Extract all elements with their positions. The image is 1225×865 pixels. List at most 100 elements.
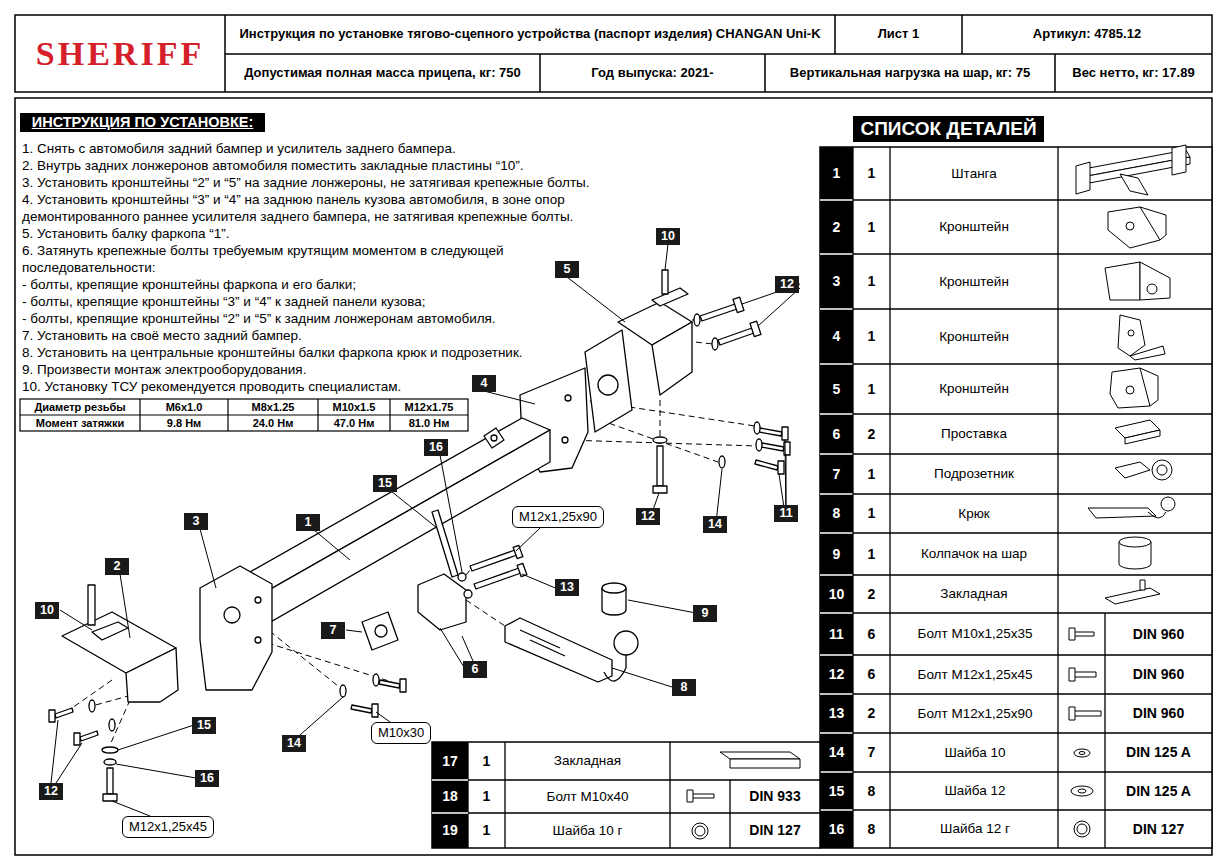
quantity-cell: 2 [853,694,890,733]
towbar-parts-item [107,768,113,794]
callout-number: 4 [472,375,496,392]
towbar-parts-item [218,418,550,603]
callout-number: 9 [693,605,717,622]
standard-cell: DIN 125 A [1105,733,1212,772]
part-name: Колпачок на шар [890,533,1058,575]
callout-number: 5 [555,261,579,278]
towbar-parts-item [653,486,667,493]
towbar-parts-item [484,428,504,448]
quantity-cell: 1 [853,147,890,200]
part-icons-item [1140,207,1166,240]
torque-cell: 47.0 Нм [318,415,390,431]
part-icons-item [730,759,800,768]
towbar-parts-item [700,304,737,321]
callout-number: 15 [192,717,216,734]
towbar-parts-item [657,446,663,486]
part-name: Крюк [890,494,1058,533]
part-name: Болт М10х1,25х35 [890,613,1060,655]
towbar-parts-item [759,428,782,436]
towbar-parts-item [418,574,466,630]
callout-number: 10 [656,228,680,245]
brand-logo: SHERIFF [15,15,225,92]
part-icons-item [1140,262,1170,300]
towbar-parts-item [513,545,523,558]
part-name: Шайба 10 г [505,813,670,848]
towbar-parts-item [517,563,527,576]
instruction-line: - болты, крепящие кронштейны “2” и “5” к… [22,310,600,327]
leader-lines-item [391,244,800,572]
towbar-parts-item [761,443,784,451]
dashed-assembly-lines-item [566,320,757,462]
quantity-cell: 1 [853,254,890,309]
part-icons-item [1074,672,1096,677]
torque-cell: М6х1.0 [140,399,228,415]
part-icons-item [1147,284,1157,294]
torque-cell: 9.8 Нм [140,415,228,431]
callout-text: 6 [472,662,479,676]
instruction-line: 1. Снять с автомобиля задний бампер и ус… [22,140,600,157]
towbar-parts-item [491,435,497,441]
part-name: Закладная [505,742,670,780]
part-icons-item [692,794,714,798]
instruction-line: 3. Установить кронштейны “2” и “5” на за… [22,174,600,191]
callout-text: 11 [779,506,792,520]
towbar-parts-item [694,314,700,326]
callout-number: 3 [184,513,208,530]
quantity-cell: 1 [853,200,890,254]
parts-table-grid [432,147,1212,848]
towbar-parts-item [712,338,718,350]
callout-text: 2 [114,559,121,573]
part-name: Проставка [890,414,1058,454]
callout-number: 12 [775,276,799,293]
callout-text: M12x1,25x90 [519,509,597,524]
towbar-parts-item [55,708,73,718]
row-number: 14 [820,733,853,772]
part-name: Закладная [890,575,1058,613]
callout-text: 10 [661,229,675,243]
part-name: Кронштейн [890,364,1058,414]
torque-cell: М10х1.5 [318,399,390,415]
row-number: 5 [820,364,853,414]
towbar-parts-item [565,395,571,401]
towbar-parts-item [372,704,378,717]
towbar-parts-item [653,437,667,443]
dimension-box: M12x1,25x90 [512,506,604,528]
towbar-parts-item [362,612,398,650]
instruction-line: 6. Затянуть крепежные болты требуемым кр… [22,242,600,276]
towbar-parts-item [652,288,688,306]
part-name: Кронштейн [890,309,1058,364]
header-cell: Артикул: 4785.12 [962,15,1212,54]
callout-text: 13 [560,580,574,594]
part-icons-item [1119,537,1151,547]
part-name: Болт М10х40 [505,780,670,813]
torque-table-grid-item [20,399,468,431]
callout-text: 1 [305,515,312,529]
standard-cell: DIN 960 [1105,613,1212,655]
quantity-cell: 1 [468,813,505,848]
callout-number: 13 [555,579,579,596]
towbar-parts-item [755,460,778,470]
part-icons-item [1076,162,1090,194]
part-name: Шайба 10 [890,733,1060,772]
towbar-parts-item [562,437,568,443]
row-number: 9 [820,533,853,575]
towbar-parts-item [602,583,626,593]
instruction-line: - болты, крепящие кронштейны фаркопа и е… [22,276,600,293]
leader-lines-item [60,529,696,638]
quantity-cell: 2 [853,414,890,454]
row-number: 19 [432,813,468,848]
callout-number: 14 [703,516,727,533]
towbar-parts-item [598,375,618,395]
torque-table-grid-item [20,399,468,431]
dimension-box: M12x1,25x45 [122,816,214,838]
row-number: 18 [432,780,468,813]
callout-text: 8 [681,680,688,694]
part-name: Кронштейн [890,200,1058,254]
part-icons-item [1161,497,1175,511]
part-icons-item [1069,668,1075,681]
towbar-parts-item [88,585,95,625]
callout-number: 16 [424,439,448,456]
quantity-cell: 6 [853,655,890,694]
torque-cell: 24.0 Нм [228,415,318,431]
callout-text: 7 [330,623,337,637]
